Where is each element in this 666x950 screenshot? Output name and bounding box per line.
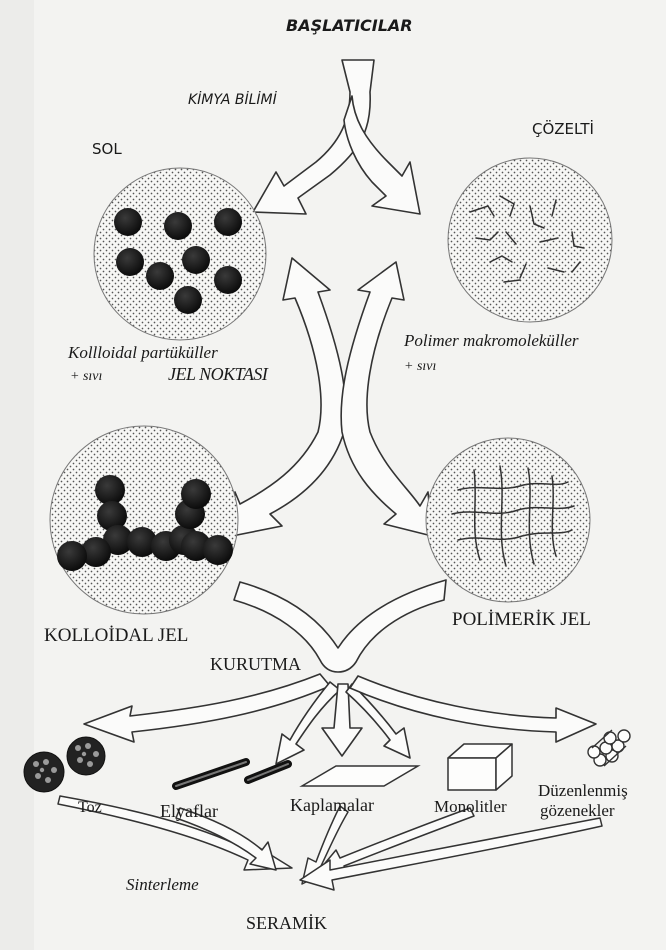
coating-sheet-icon [302, 766, 418, 786]
polymeric-gel-circle [426, 438, 590, 602]
colloidal-particles-label: Kollloidal partüküller [68, 344, 218, 361]
product-label-monoliths: Monolitler [434, 798, 507, 815]
sintering-label: Sinterleme [126, 876, 199, 893]
chemistry-label: KİMYA BİLİMİ [188, 93, 277, 107]
sol-label: SOL [92, 142, 122, 157]
solution-label: ÇÖZELTİ [532, 122, 594, 137]
chemistry-split-arrow [253, 60, 420, 214]
colloidal-liquid-label: + sıvı [70, 370, 102, 384]
ordered-pores-bundle-icon [588, 730, 630, 766]
colloidal-gel-label: KOLLOİDAL JEL [44, 626, 188, 645]
sol-colloid-circle [94, 168, 266, 340]
polymer-liquid-label: + sıvı [404, 360, 436, 374]
solution-polymer-circle [448, 158, 612, 322]
fibers-icon [176, 762, 288, 786]
product-label-coatings: Kaplamalar [290, 796, 374, 814]
colloidal-gel-circle [50, 426, 238, 614]
gel-point-crossing-arrows [232, 258, 432, 536]
product-label-fibers: Elyaflar [160, 802, 218, 820]
product-label-powder: Toz [78, 800, 102, 816]
monolith-cube-icon [448, 744, 512, 790]
title-label: BAŞLATICILAR [286, 18, 413, 34]
polymeric-gel-label: POLİMERİK JEL [452, 610, 591, 629]
product-label-pores: gözenekler [540, 802, 615, 819]
powder-spheres-icon [24, 737, 105, 792]
gel-point-label: JEL NOKTASI [168, 365, 267, 383]
polymer-macromolecules-label: Polimer makromoleküller [404, 332, 579, 349]
ceramic-label: SERAMİK [246, 914, 327, 932]
drying-label: KURUTMA [210, 655, 301, 673]
product-label-ordered: Düzenlenmiş [538, 782, 628, 799]
left-edge-shade [0, 0, 34, 950]
